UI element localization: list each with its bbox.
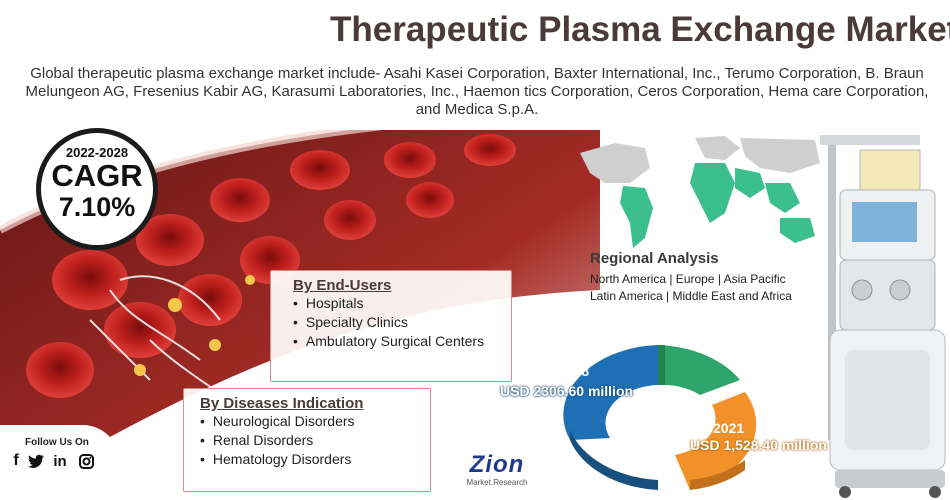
linkedin-icon[interactable]: in xyxy=(53,452,67,470)
regional-line-2: Latin America | Middle East and Africa xyxy=(590,289,792,303)
follow-us-label: Follow Us On xyxy=(25,437,89,448)
market-2021-value: USD 1,528.40 million xyxy=(690,437,827,453)
disease-item: Neurological Disorders xyxy=(200,412,420,431)
end-user-item: Hospitals xyxy=(293,294,501,313)
regional-line-1: North America | Europe | Asia Pacific xyxy=(590,272,786,286)
end-user-item: Specialty Clinics xyxy=(293,313,501,332)
cagr-label: CAGR xyxy=(51,158,143,193)
regional-heading: Regional Analysis xyxy=(590,250,719,267)
end-users-box: By End-Users Hospitals Specialty Clinics… xyxy=(270,270,512,382)
cagr-value: 7.10% xyxy=(58,192,136,222)
intro-text: Global therapeutic plasma exchange marke… xyxy=(25,65,929,118)
instagram-icon[interactable] xyxy=(78,453,94,469)
market-donut-chart xyxy=(563,345,757,490)
follow-us-panel: Follow Us On f in xyxy=(0,425,120,500)
donut-blue-segment xyxy=(563,345,658,490)
plasma-exchange-machine-illustration xyxy=(820,135,946,498)
donut-orange-segment xyxy=(675,392,757,490)
cagr-badge: 2022-2028 CAGR 7.10% xyxy=(36,128,158,250)
regional-analysis: Regional Analysis North America | Europe… xyxy=(590,250,792,305)
cagr-years: 2022-2028 xyxy=(65,145,129,160)
logo-brand: Zion xyxy=(469,451,525,478)
end-user-item: Ambulatory Surgical Centers xyxy=(293,332,501,351)
zion-logo: Zion Market.Research xyxy=(462,452,532,497)
market-2028-value: USD 2306.60 million xyxy=(500,383,634,399)
disease-item: Hematology Disorders xyxy=(200,450,420,469)
twitter-icon[interactable] xyxy=(28,453,44,469)
diseases-title: By Diseases Indication xyxy=(200,395,364,412)
world-map-illustration xyxy=(580,136,820,248)
disease-item: Renal Disorders xyxy=(200,431,420,450)
end-users-title: By End-Users xyxy=(293,277,392,294)
market-2021-label: 2021 xyxy=(713,420,745,436)
diseases-box: By Diseases Indication Neurological Diso… xyxy=(183,388,431,492)
facebook-icon[interactable]: f xyxy=(13,452,19,469)
logo-subtext: Market.Research xyxy=(466,478,528,487)
page-title: Therapeutic Plasma Exchange Market xyxy=(330,10,950,49)
donut-green-segment xyxy=(658,345,740,395)
market-2028-label: 2028 xyxy=(558,363,590,379)
